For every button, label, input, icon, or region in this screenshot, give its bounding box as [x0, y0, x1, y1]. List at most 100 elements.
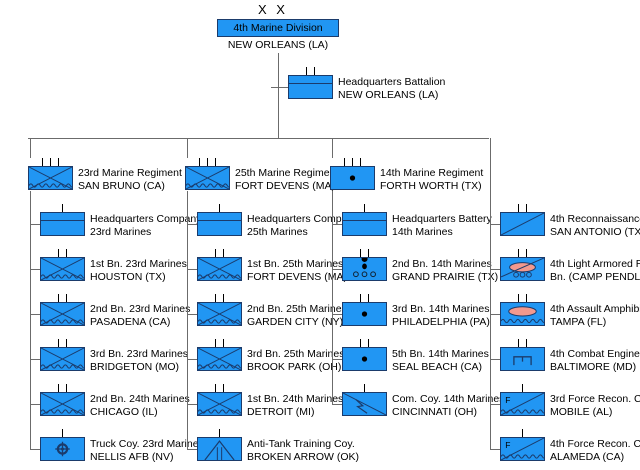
unit-symbol-artillery-dot[interactable] — [342, 347, 387, 371]
unit-symbol-infantry-amphibious[interactable] — [185, 166, 230, 190]
unit-node-col-separate-2[interactable]: 4th Assault Amphibian Bn.TAMPA (FL) — [500, 294, 640, 328]
light-armored-recon-icon — [501, 258, 544, 278]
echelon-marker-battalion — [500, 249, 545, 257]
unit-symbol-infantry-amphibious[interactable] — [197, 392, 242, 416]
unit-symbol-headquarters-box[interactable] — [288, 75, 333, 99]
unit-symbol-artillery-dot[interactable] — [342, 302, 387, 326]
unit-symbol-assault-amphibian[interactable] — [500, 302, 545, 326]
unit-symbol-rocket-artillery[interactable] — [342, 257, 387, 281]
branch-col-14th-2 — [332, 314, 342, 315]
unit-label: 4th Light Armored Recon.Bn. (CAMP PENDLE… — [550, 257, 640, 283]
headquarters-box-icon — [343, 219, 386, 221]
unit-symbol-infantry-amphibious[interactable] — [197, 257, 242, 281]
unit-symbol-wrapper — [40, 384, 85, 416]
force-recon-icon: F — [501, 393, 544, 415]
unit-symbol-wrapper: F — [500, 384, 545, 416]
branch-col-23rd-2 — [30, 314, 40, 315]
unit-name: Anti-Tank Training Coy. — [247, 438, 355, 450]
unit-node-col-separate-3[interactable]: 4th Combat Engineer Bn.BALTIMORE (MD) — [500, 339, 640, 373]
unit-symbol-infantry-amphibious[interactable] — [40, 302, 85, 326]
unit-symbol-headquarters-box[interactable] — [40, 212, 85, 236]
unit-symbol-artillery-dot[interactable] — [330, 166, 375, 190]
hq-battalion-branch — [271, 87, 288, 88]
branch-col-separate-2 — [490, 314, 500, 315]
unit-name: 4th Reconnaissance Bn. — [550, 213, 640, 225]
unit-name: 25th Marine Regiment — [235, 167, 339, 179]
unit-symbol-light-armored-recon[interactable] — [500, 257, 545, 281]
echelon-marker-battalion — [500, 204, 545, 212]
unit-symbol-infantry-amphibious[interactable] — [28, 166, 73, 190]
unit-symbol-headquarters-box[interactable] — [197, 212, 242, 236]
unit-location: FORT DEVENS (MA) — [247, 270, 347, 283]
unit-location: BRIDGETON (MO) — [90, 360, 180, 373]
unit-symbol-wrapper — [197, 204, 242, 236]
unit-symbol-infantry-amphibious[interactable] — [40, 347, 85, 371]
unit-symbol-recon-diagonal[interactable] — [500, 212, 545, 236]
unit-symbol-headquarters-box[interactable] — [342, 212, 387, 236]
unit-symbol-anti-tank[interactable] — [197, 437, 242, 461]
unit-name: 2nd Bn. 25th Marines — [247, 303, 347, 315]
branch-col-23rd-0 — [30, 224, 40, 225]
unit-symbol-infantry-amphibious[interactable] — [197, 347, 242, 371]
unit-symbol-wrapper — [342, 249, 387, 281]
unit-symbol-infantry-amphibious[interactable] — [40, 392, 85, 416]
unit-name: 5th Bn. 14th Marines — [392, 348, 489, 360]
root-unit-box[interactable]: 4th Marine Division — [217, 19, 339, 37]
unit-node-col-separate-1[interactable]: 4th Light Armored Recon.Bn. (CAMP PENDLE… — [500, 249, 640, 283]
unit-symbol-wrapper — [342, 294, 387, 326]
unit-label: 4th Force Recon. Coy.ALAMEDA (CA) — [550, 437, 640, 463]
infantry-amphibious-icon — [198, 393, 241, 415]
anti-tank-icon — [204, 440, 235, 460]
unit-location: TAMPA (FL) — [550, 315, 607, 328]
unit-node-col-separate-0[interactable]: 4th Reconnaissance Bn.SAN ANTONIO (TX) — [500, 204, 640, 238]
branch-col-separate-0 — [490, 224, 500, 225]
unit-symbol-combat-engineer[interactable] — [500, 347, 545, 371]
unit-symbol-force-recon[interactable]: F — [500, 437, 545, 461]
unit-symbol-wrapper — [40, 294, 85, 326]
unit-name: 4th Combat Engineer Bn. — [550, 348, 640, 360]
unit-symbol-force-recon[interactable]: F — [500, 392, 545, 416]
unit-symbol-wrapper — [500, 339, 545, 371]
unit-symbol-infantry-amphibious[interactable] — [40, 257, 85, 281]
echelon-marker-company — [40, 429, 85, 437]
unit-symbol-truck-wheel[interactable] — [40, 437, 85, 461]
unit-node-col-25th-5[interactable]: Anti-Tank Training Coy.BROKEN ARROW (OK) — [197, 429, 359, 463]
unit-symbol-wrapper — [28, 158, 73, 190]
echelon-marker-company — [197, 429, 242, 437]
branch-col-14th-0 — [332, 224, 342, 225]
regiment-bus — [28, 138, 489, 139]
unit-symbol-signal-lightning[interactable] — [342, 392, 387, 416]
drop-col-23rd — [30, 138, 31, 158]
echelon-marker-battalion — [500, 294, 545, 302]
echelon-marker-battalion — [197, 294, 242, 302]
unit-symbol-infantry-amphibious[interactable] — [197, 302, 242, 326]
